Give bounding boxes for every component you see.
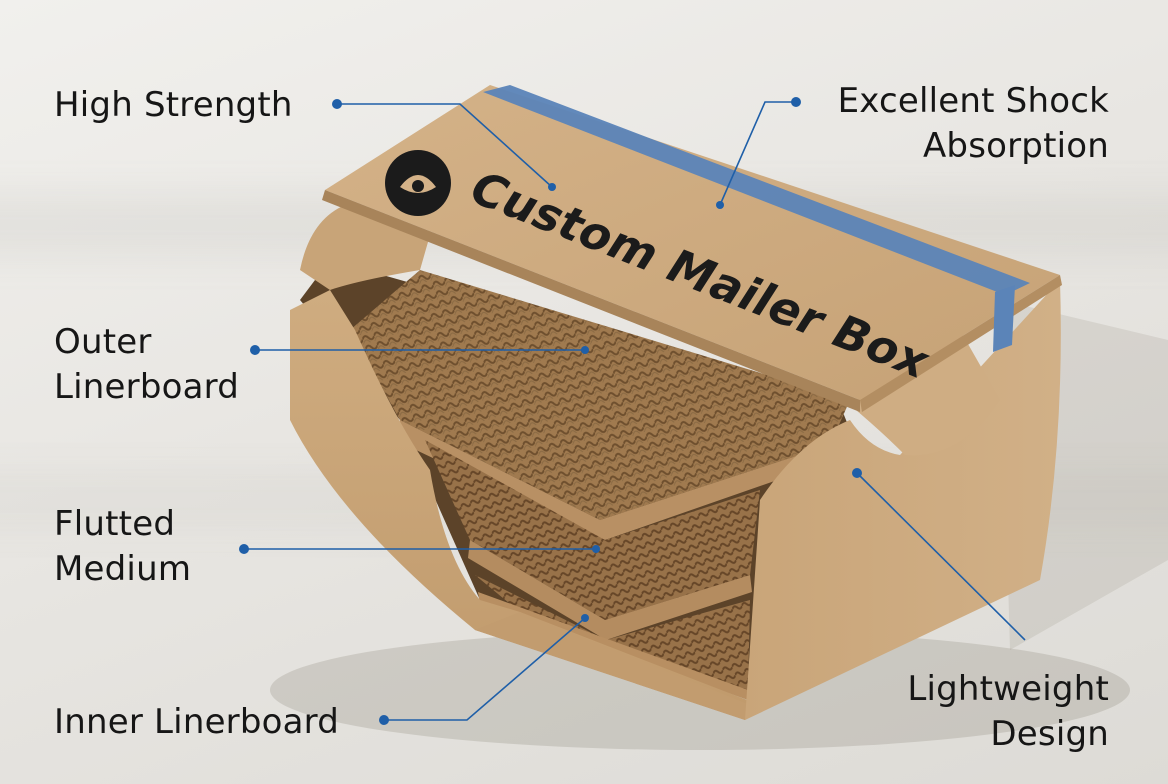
label-flutted-medium-line1: Flutted — [54, 504, 176, 544]
label-outer-linerboard-line2: Linerboard — [54, 367, 240, 407]
box-lid — [325, 85, 1060, 400]
leader-lines — [244, 101, 1026, 721]
label-high-strength-line1: High Strength — [54, 85, 293, 125]
label-shock-absorption-line1: Excellent Shock — [837, 81, 1109, 121]
packing-tape-side — [993, 285, 1015, 352]
packing-tape — [483, 85, 1030, 295]
label-inner-linerboard: Inner Linerboard — [54, 700, 339, 745]
label-lightweight-design: Lightweight Design — [907, 667, 1109, 757]
leader-dot — [548, 183, 556, 191]
label-shock-absorption-line2: Absorption — [922, 126, 1109, 166]
label-lightweight-design-line1: Lightweight — [907, 669, 1109, 709]
leader-dot — [581, 346, 589, 354]
leader-dot — [250, 345, 260, 355]
box-front-bottom-strip — [475, 612, 750, 720]
leader-line-inner-linerboard — [384, 617, 586, 721]
label-shock-absorption: Excellent Shock Absorption — [838, 79, 1109, 169]
brand-logo-icon — [385, 150, 451, 216]
label-high-strength: High Strength — [54, 83, 293, 128]
box-left-ear-flap — [300, 205, 430, 290]
leader-dot — [716, 201, 724, 209]
leader-line-high-strength — [337, 103, 553, 188]
leader-dot — [592, 545, 600, 553]
leader-dot — [332, 99, 342, 109]
leader-dot — [239, 544, 249, 554]
leader-line-shock-absorption — [719, 101, 796, 206]
box-right-ear-flap — [850, 330, 1000, 456]
label-outer-linerboard-line1: Outer — [54, 322, 152, 362]
label-flutted-medium: Flutted Medium — [54, 502, 191, 592]
leader-line-lightweight-design — [856, 472, 1026, 641]
leader-dots — [239, 97, 862, 725]
label-outer-linerboard: Outer Linerboard — [54, 320, 239, 410]
lower-corrugated-layer — [425, 440, 760, 620]
box-lid-front-edge — [322, 190, 860, 412]
lower-layer-edge — [468, 540, 752, 640]
bottom-corrugated-layer — [475, 575, 750, 690]
leader-dot — [581, 614, 589, 622]
label-inner-linerboard-line1: Inner Linerboard — [54, 702, 340, 742]
leader-dot — [852, 468, 862, 478]
label-flutted-medium-line2: Medium — [54, 549, 192, 589]
label-lightweight-design-line2: Design — [990, 714, 1109, 754]
leader-dot — [791, 97, 801, 107]
leader-dot — [379, 715, 389, 725]
bottom-layer-edge — [478, 592, 748, 700]
